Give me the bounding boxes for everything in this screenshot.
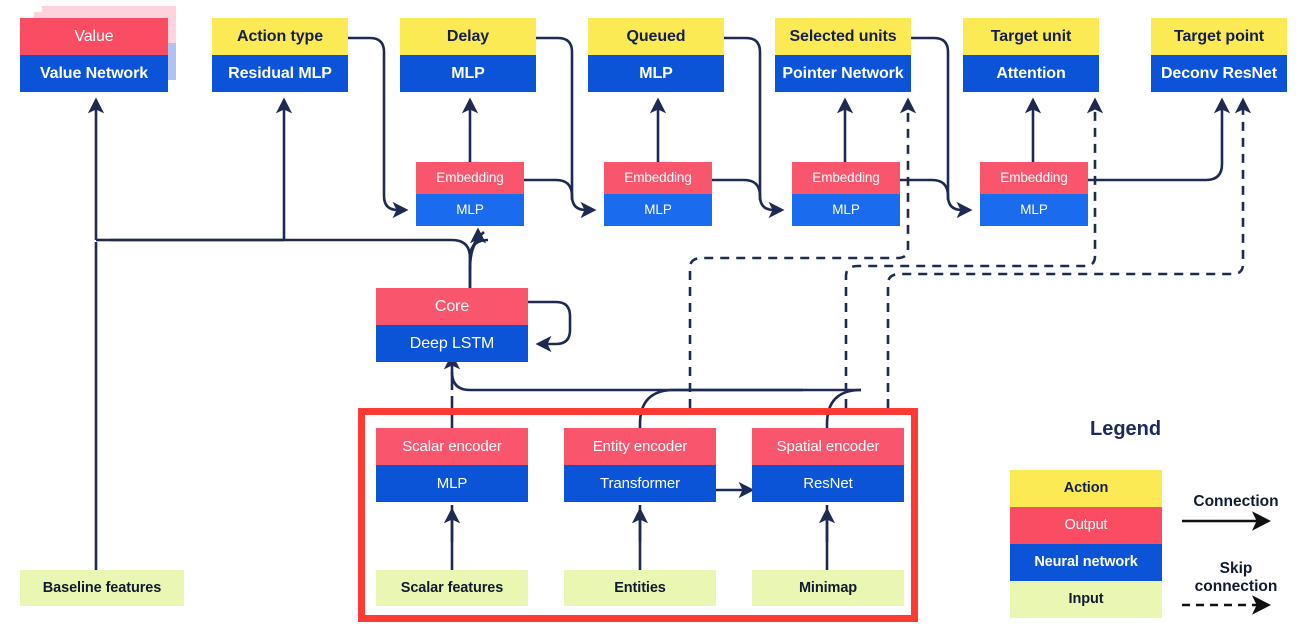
- input-entities-label: Entities: [564, 570, 716, 606]
- head-delay-action-label: Delay: [400, 18, 536, 55]
- embedding-4-network-label: MLP: [980, 194, 1088, 226]
- input-minimap[interactable]: Minimap: [752, 570, 904, 606]
- entity-encoder-output-label: Entity encoder: [564, 428, 716, 465]
- head-target-unit-action-label: Target unit: [963, 18, 1099, 55]
- core-output-label: Core: [376, 288, 528, 325]
- legend-skip-connection-label: Skip connection: [1194, 560, 1278, 595]
- core-network-label: Deep LSTM: [376, 325, 528, 362]
- input-scalar-features-label: Scalar features: [376, 570, 528, 606]
- embedding-1-network-label: MLP: [416, 194, 524, 226]
- head-value-action-label: Value: [20, 18, 168, 55]
- entity-encoder[interactable]: Entity encoder Transformer: [564, 428, 716, 502]
- legend-swatch-stack: Action Output Neural network Input: [1010, 470, 1162, 618]
- encoders-highlight-box: [358, 408, 918, 622]
- spatial-encoder-network-label: ResNet: [752, 465, 904, 502]
- head-target-point-action-label: Target point: [1151, 18, 1287, 55]
- head-queued-network-label: MLP: [588, 55, 724, 92]
- head-action-type-action-label: Action type: [212, 18, 348, 55]
- head-queued[interactable]: Queued MLP: [588, 18, 724, 92]
- input-baseline-features[interactable]: Baseline features: [20, 570, 184, 606]
- head-target-unit[interactable]: Target unit Attention: [963, 18, 1099, 92]
- legend-swatch-neural-network: Neural network: [1010, 544, 1162, 581]
- head-target-point[interactable]: Target point Deconv ResNet: [1151, 18, 1287, 92]
- entity-encoder-network-label: Transformer: [564, 465, 716, 502]
- head-value[interactable]: Value Value Network: [20, 18, 168, 92]
- head-queued-action-label: Queued: [588, 18, 724, 55]
- core-module[interactable]: Core Deep LSTM: [376, 288, 528, 362]
- head-selected-units[interactable]: Selected units Pointer Network: [775, 18, 911, 92]
- input-scalar-features[interactable]: Scalar features: [376, 570, 528, 606]
- embedding-3-network-label: MLP: [792, 194, 900, 226]
- embedding-2-output-label: Embedding: [604, 162, 712, 194]
- embedding-2[interactable]: Embedding MLP: [604, 162, 712, 226]
- embedding-4-output-label: Embedding: [980, 162, 1088, 194]
- head-target-unit-network-label: Attention: [963, 55, 1099, 92]
- head-selected-units-action-label: Selected units: [775, 18, 911, 55]
- head-target-point-network-label: Deconv ResNet: [1151, 55, 1287, 92]
- input-entities[interactable]: Entities: [564, 570, 716, 606]
- input-baseline-features-label: Baseline features: [20, 570, 184, 606]
- head-selected-units-network-label: Pointer Network: [775, 55, 911, 92]
- legend-title: Legend: [1090, 418, 1162, 440]
- head-action-type[interactable]: Action type Residual MLP: [212, 18, 348, 92]
- embedding-1[interactable]: Embedding MLP: [416, 162, 524, 226]
- spatial-encoder[interactable]: Spatial encoder ResNet: [752, 428, 904, 502]
- head-value-network-label: Value Network: [20, 55, 168, 92]
- head-delay[interactable]: Delay MLP: [400, 18, 536, 92]
- legend-swatch-output: Output: [1010, 507, 1162, 544]
- embedding-1-output-label: Embedding: [416, 162, 524, 194]
- spatial-encoder-output-label: Spatial encoder: [752, 428, 904, 465]
- embedding-3-output-label: Embedding: [792, 162, 900, 194]
- head-action-type-network-label: Residual MLP: [212, 55, 348, 92]
- legend-swatch-input: Input: [1010, 581, 1162, 618]
- legend-connection-label: Connection: [1193, 493, 1279, 510]
- head-delay-network-label: MLP: [400, 55, 536, 92]
- embedding-2-network-label: MLP: [604, 194, 712, 226]
- embedding-3[interactable]: Embedding MLP: [792, 162, 900, 226]
- scalar-encoder[interactable]: Scalar encoder MLP: [376, 428, 528, 502]
- input-minimap-label: Minimap: [752, 570, 904, 606]
- embedding-4[interactable]: Embedding MLP: [980, 162, 1088, 226]
- scalar-encoder-output-label: Scalar encoder: [376, 428, 528, 465]
- legend-swatch-action: Action: [1010, 470, 1162, 507]
- scalar-encoder-network-label: MLP: [376, 465, 528, 502]
